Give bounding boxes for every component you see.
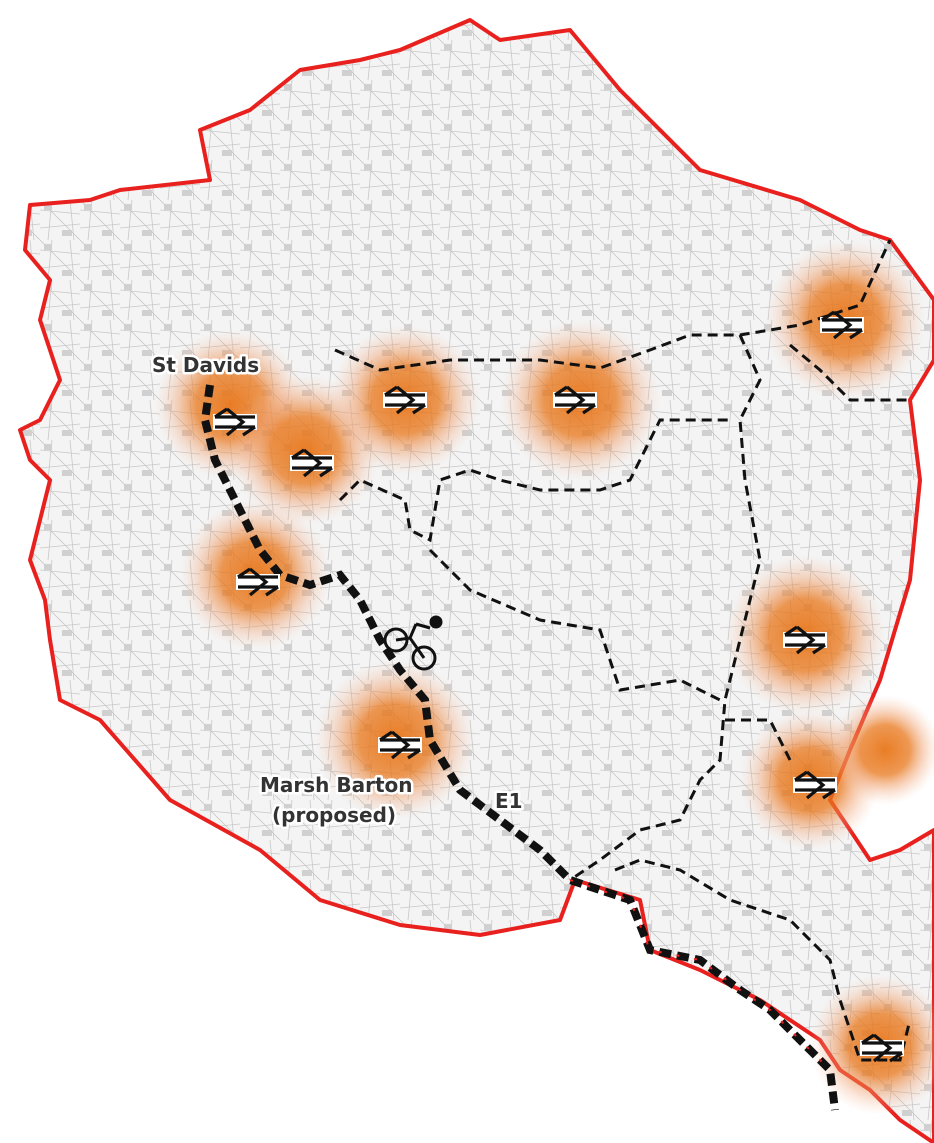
e1-route — [200, 384, 839, 1111]
label-st-davids: St Davids — [152, 353, 259, 377]
label-marsh-barton: Marsh Barton — [260, 773, 413, 797]
label-proposed: (proposed) — [272, 803, 396, 827]
label-e1: E1 — [495, 789, 523, 813]
cyclist-icon — [383, 615, 443, 671]
